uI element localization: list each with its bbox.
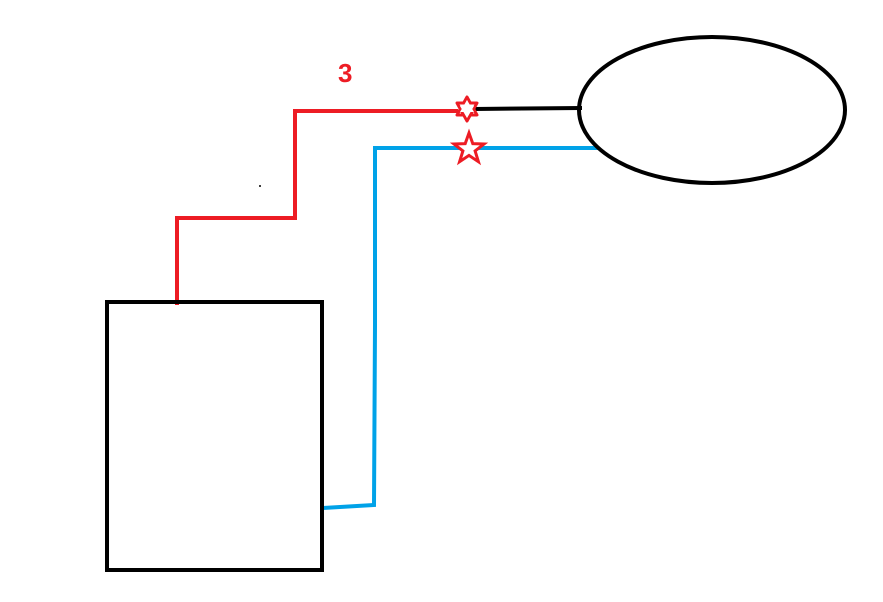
- tank-connector-line: [473, 106, 583, 111]
- red-pipe: [175, 109, 458, 305]
- stray-dot: [259, 185, 261, 187]
- hexagram-star-icon: [455, 95, 479, 123]
- blue-pipe: [322, 146, 598, 510]
- left-box: [105, 300, 324, 572]
- five-point-star-icon: [449, 128, 489, 166]
- tank-ellipse: [577, 35, 847, 185]
- pipe-label: 3: [338, 58, 352, 88]
